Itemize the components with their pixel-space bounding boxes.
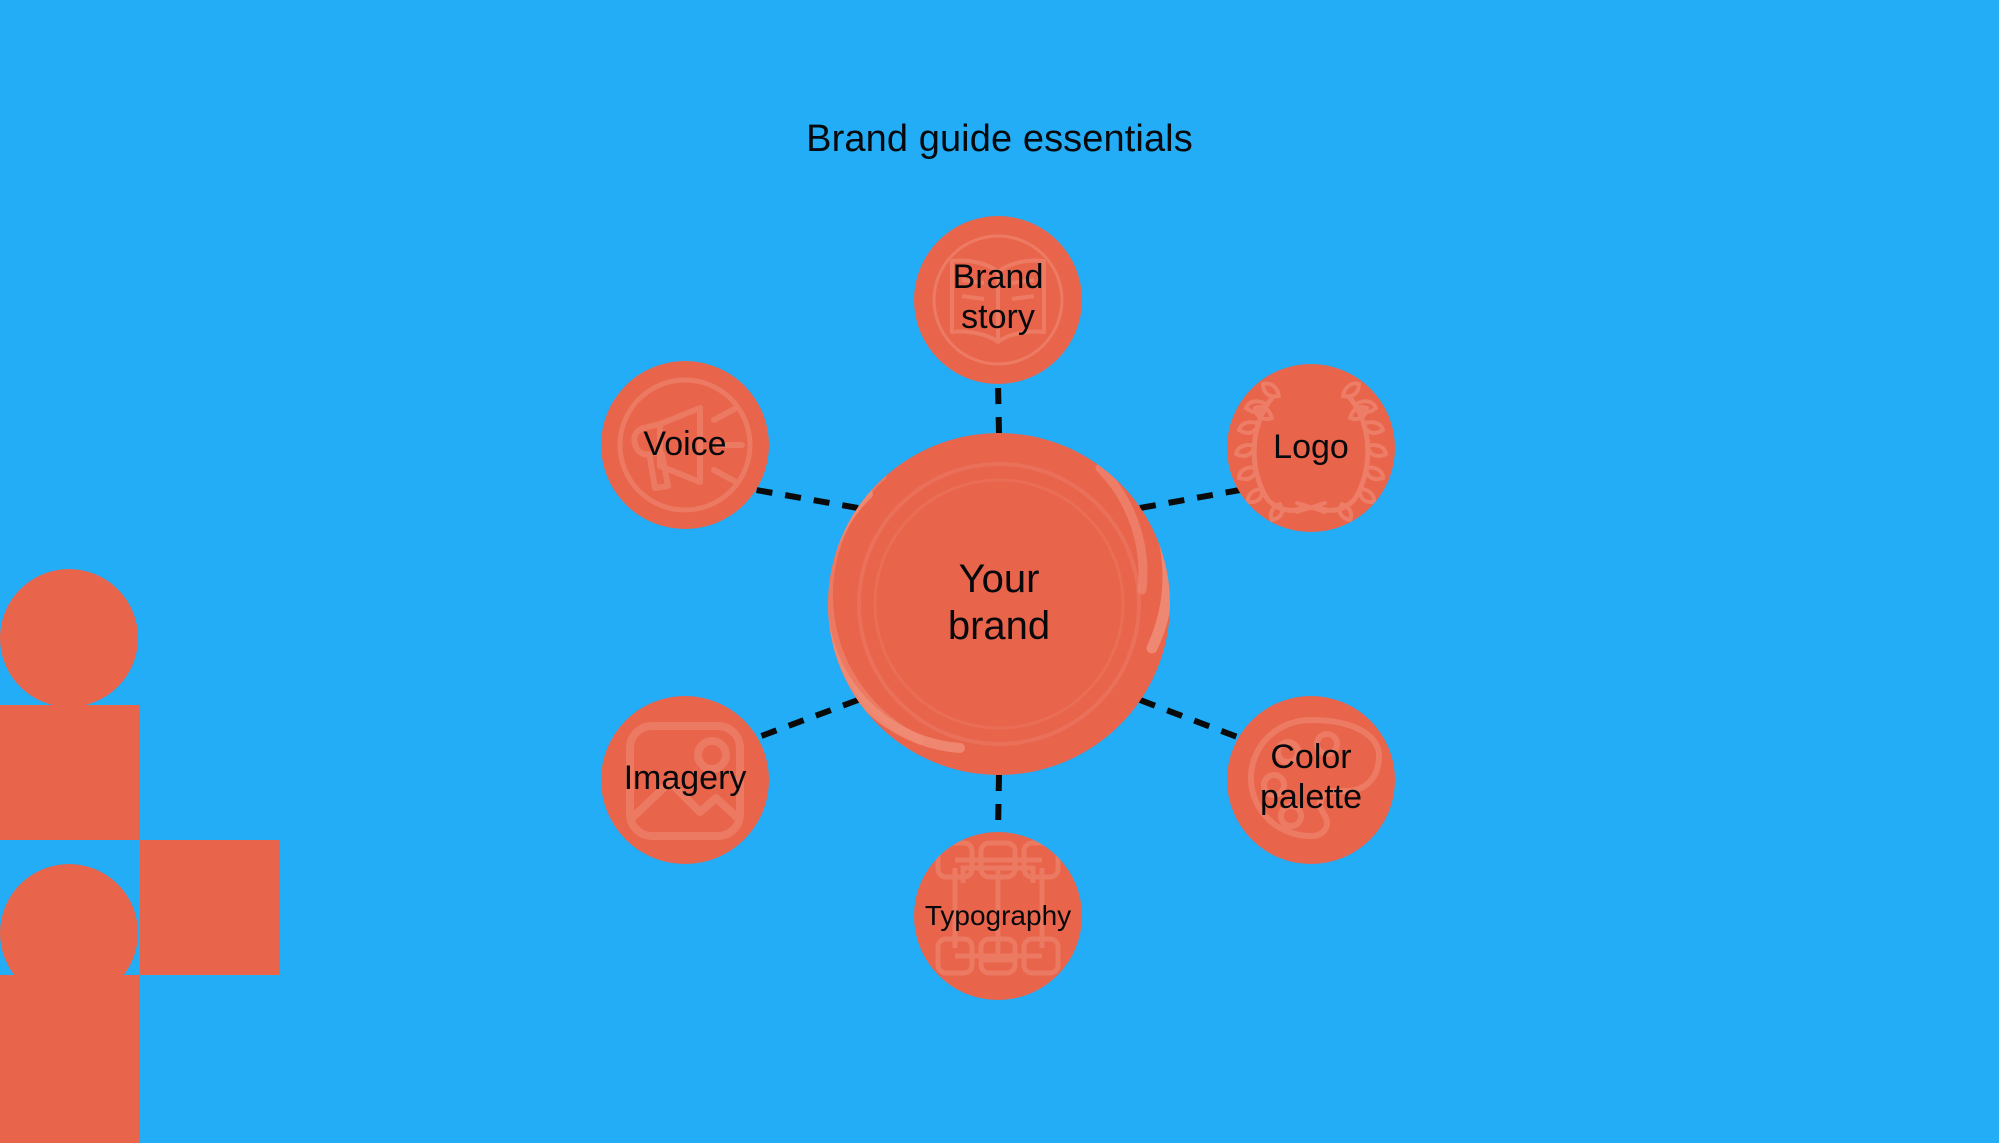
node-voice[interactable] <box>601 361 769 529</box>
connector-center-to-logo <box>1139 487 1241 511</box>
connector-center-to-brand-story <box>995 383 1002 434</box>
connector-center-to-imagery <box>754 697 860 741</box>
node-your-brand-circle <box>828 433 1170 775</box>
laurel-wreath-icon <box>1233 381 1389 523</box>
photo-image-icon <box>626 722 744 840</box>
connector-center-to-color-palette <box>1138 697 1242 741</box>
megaphone-icon <box>617 377 753 513</box>
node-logo[interactable] <box>1227 364 1395 532</box>
paint-palette-icon <box>1247 716 1383 840</box>
node-color-palette[interactable] <box>1227 696 1395 864</box>
node-imagery-circle <box>601 696 769 864</box>
node-your-brand[interactable] <box>823 433 1170 775</box>
page-title: Brand guide essentials <box>806 118 1193 160</box>
node-voice-circle <box>601 361 769 529</box>
node-typography[interactable] <box>914 832 1082 1000</box>
node-brand-story[interactable] <box>914 216 1082 384</box>
connector-center-to-typography <box>995 774 1002 833</box>
open-book-icon <box>932 234 1064 366</box>
node-imagery[interactable] <box>601 696 769 864</box>
connector-center-to-voice <box>755 487 859 511</box>
connector-lines <box>754 383 1242 833</box>
type-handles-icon <box>935 840 1061 976</box>
